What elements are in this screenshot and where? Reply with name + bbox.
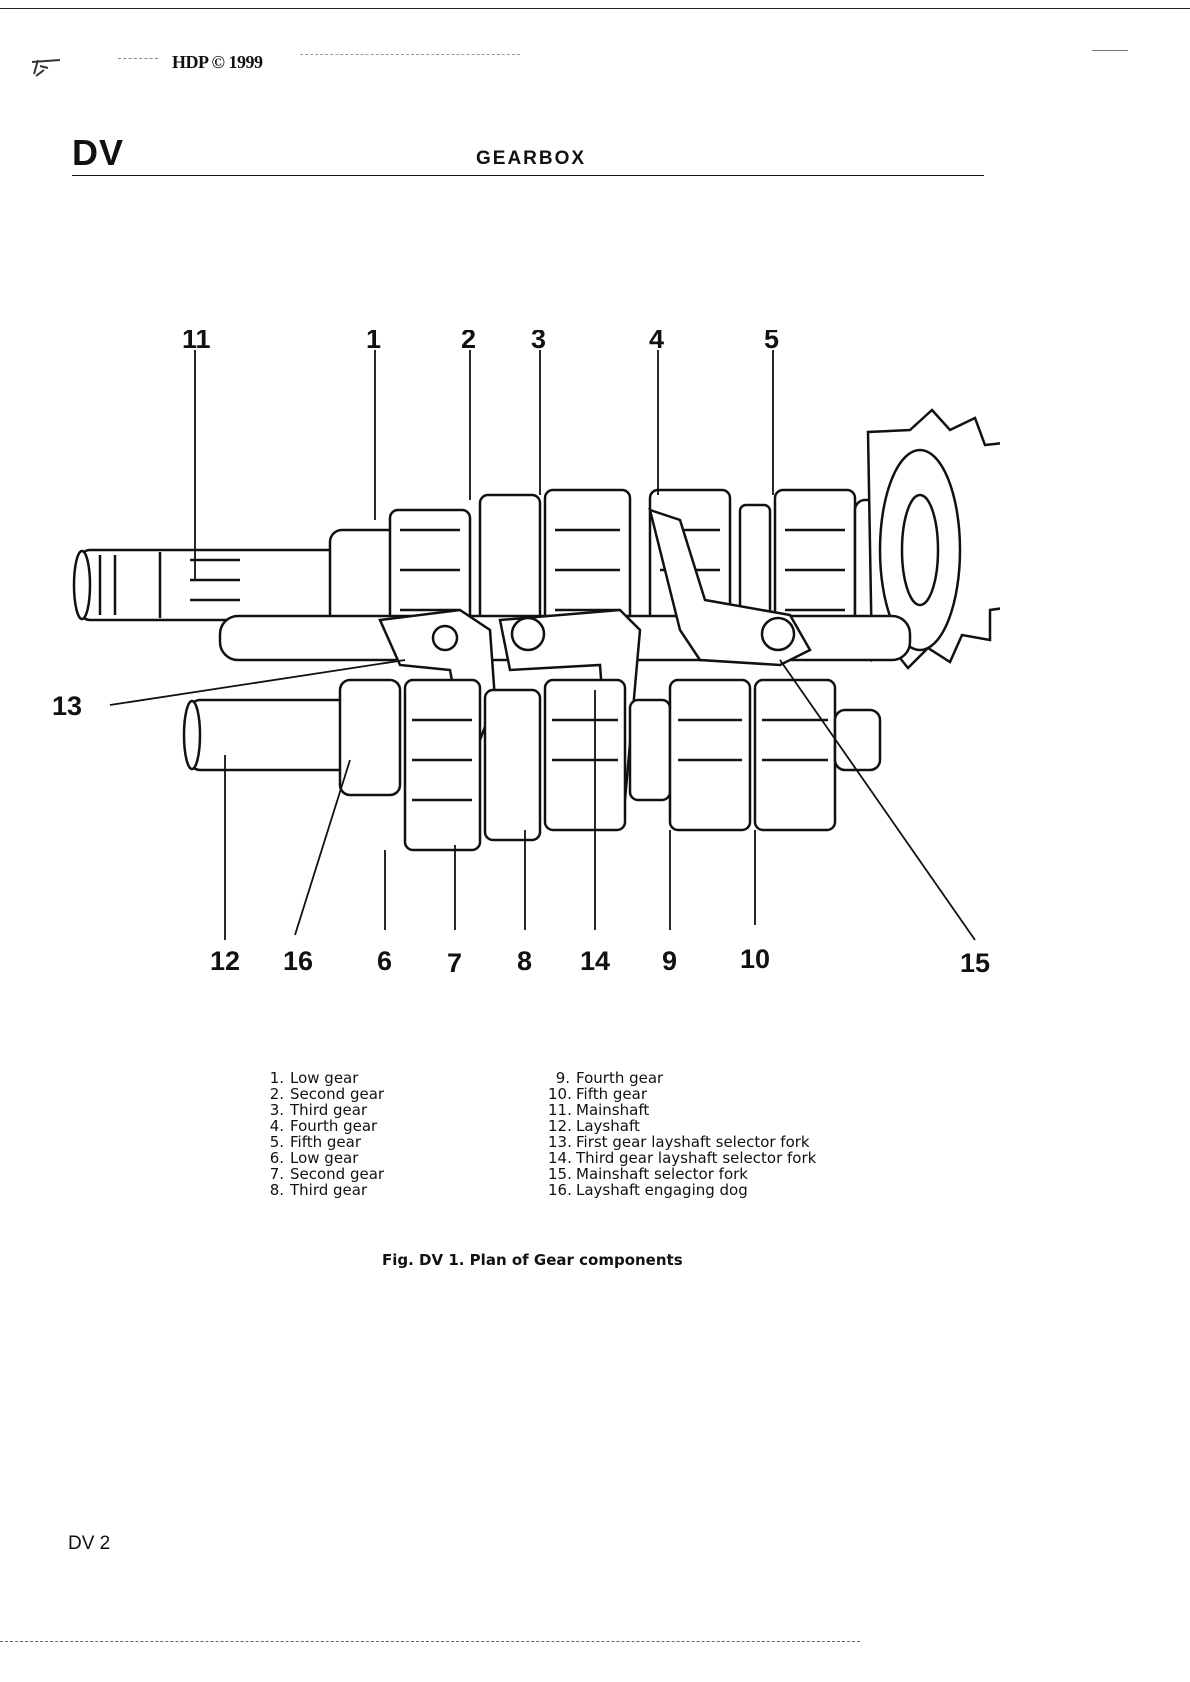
legend-item: 3.Third gear <box>269 1101 368 1119</box>
legend-item: 9.Fourth gear <box>555 1069 664 1087</box>
top-rule <box>0 8 1190 9</box>
layshaft-drawing <box>182 678 882 852</box>
gear-components-diagram: 11 1 2 3 4 5 13 12 16 6 7 8 14 9 10 15 <box>52 330 1000 978</box>
callout-16: 16 <box>283 946 313 976</box>
legend-item: 4.Fourth gear <box>269 1117 378 1135</box>
callout-13: 13 <box>52 691 82 721</box>
figure-caption: Fig. DV 1. Plan of Gear components <box>382 1251 683 1269</box>
legend-item: 2.Second gear <box>269 1085 385 1103</box>
callout-9: 9 <box>662 946 677 976</box>
callouts-bottom: 12 16 6 7 8 14 9 10 15 <box>210 944 990 978</box>
page-number: DV 2 <box>68 1533 111 1554</box>
leader-lines <box>109 350 976 941</box>
callout-11: 11 <box>182 330 211 354</box>
legend-right-column: 9.Fourth gear 10.Fifth gear 11.Mainshaft… <box>548 1070 816 1198</box>
section-code: DV <box>72 132 125 173</box>
legend-item: 11.Mainshaft <box>548 1101 650 1119</box>
callout-2: 2 <box>461 330 476 354</box>
callout-12: 12 <box>210 946 240 976</box>
legend-item: 15.Mainshaft selector fork <box>548 1165 748 1183</box>
legend-item: 8.Third gear <box>269 1181 368 1199</box>
section-title: GEARBOX <box>476 148 587 169</box>
header-dash-right <box>300 54 520 55</box>
callout-3: 3 <box>531 330 546 354</box>
header-dash-far <box>1092 50 1128 51</box>
legend-item: 10.Fifth gear <box>548 1085 647 1103</box>
legend-item: 14.Third gear layshaft selector fork <box>548 1149 817 1167</box>
legend-item: 7.Second gear <box>269 1165 385 1183</box>
header-dash-left <box>118 58 158 59</box>
bottom-rule <box>0 1641 860 1642</box>
legend-item: 1.Low gear <box>269 1069 359 1087</box>
callout-7: 7 <box>447 948 462 978</box>
callout-10: 10 <box>740 944 770 974</box>
callout-14: 14 <box>580 946 610 976</box>
callout-15: 15 <box>960 948 990 978</box>
legend-item: 5.Fifth gear <box>269 1133 361 1151</box>
legend-item: 16.Layshaft engaging dog <box>548 1181 748 1199</box>
corner-scribble-icon <box>31 59 61 77</box>
callout-1: 1 <box>366 330 381 354</box>
callout-4: 4 <box>649 330 664 354</box>
legend-left-column: 1.Low gear 2.Second gear 3.Third gear 4.… <box>262 1070 384 1198</box>
legend-item: 13.First gear layshaft selector fork <box>548 1133 810 1151</box>
sprocket-drawing <box>866 408 1000 670</box>
copyright-text: HDP © 1999 <box>172 52 263 72</box>
callouts-top: 11 1 2 3 4 5 <box>182 330 779 354</box>
callout-6: 6 <box>377 946 392 976</box>
callout-5: 5 <box>764 330 779 354</box>
header-rule <box>72 175 984 176</box>
callout-8: 8 <box>517 946 532 976</box>
legend-item: 12.Layshaft <box>548 1117 640 1135</box>
legend-item: 6.Low gear <box>269 1149 359 1167</box>
